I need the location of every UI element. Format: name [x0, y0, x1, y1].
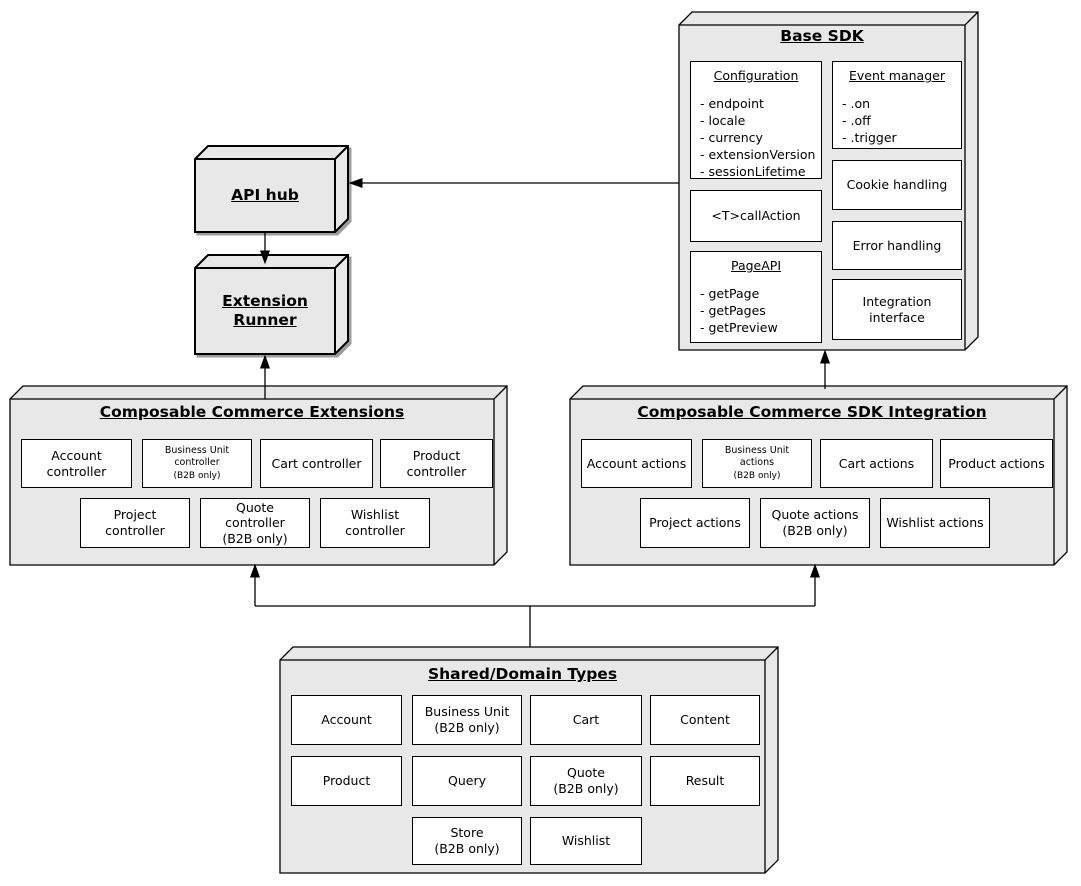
error-handling-box: Error handling: [832, 221, 962, 270]
base-sdk-title: Base SDK: [780, 27, 864, 45]
quote-type-box: Quote (B2B only): [530, 756, 642, 806]
shared-types-title: Shared/Domain Types: [427, 665, 618, 683]
cart-type-box: Cart: [530, 695, 642, 745]
configuration-items: - endpoint - locale - currency - extensi…: [700, 95, 816, 179]
page-api-box: PageAPI - getPage - getPages - getPrevie…: [690, 251, 822, 343]
configuration-box: Configuration - endpoint - locale - curr…: [690, 61, 822, 179]
wishlist-type-box: Wishlist: [530, 817, 642, 865]
wishlist-controller-box: Wishlist controller: [320, 498, 430, 548]
arrow-apihub-to-extensionrunner: [259, 233, 271, 265]
cart-actions-box: Cart actions: [820, 439, 933, 488]
api-hub-title: API hub: [231, 186, 299, 204]
business-unit-controller-box: Business Unit controller (B2B only): [142, 439, 252, 488]
project-controller-box: Project controller: [80, 498, 190, 548]
extension-runner-cube: [194, 254, 352, 358]
event-manager-items: - .on - .off - .trigger: [842, 95, 897, 145]
query-type-box: Query: [412, 756, 522, 806]
quote-controller-box: Quote controller (B2B only): [200, 498, 310, 548]
cart-controller-box: Cart controller: [260, 439, 373, 488]
business-unit-type-box: Business Unit (B2B only): [412, 695, 522, 745]
connector-sharedtypes-branch: [249, 563, 821, 647]
arrow-basesdk-to-apihub: [348, 177, 679, 189]
content-type-box: Content: [650, 695, 760, 745]
api-hub-cube: [194, 145, 352, 236]
event-manager-title: Event manager: [849, 68, 945, 83]
configuration-title: Configuration: [713, 68, 799, 83]
project-actions-box: Project actions: [640, 498, 750, 548]
page-api-items: - getPage - getPages - getPreview: [700, 285, 778, 335]
arrow-extensions-to-extensionrunner: [259, 354, 271, 399]
account-controller-box: Account controller: [21, 439, 132, 488]
business-unit-actions-box: Business Unit actions (B2B only): [702, 439, 812, 488]
result-type-box: Result: [650, 756, 760, 806]
cookie-handling-box: Cookie handling: [832, 160, 962, 210]
integration-interface-box: Integration interface: [832, 279, 962, 340]
store-type-box: Store (B2B only): [412, 817, 522, 865]
page-api-title: PageAPI: [730, 258, 782, 273]
call-action-box: <T>callAction: [690, 190, 822, 242]
wishlist-actions-box: Wishlist actions: [880, 498, 990, 548]
arrow-sdkintegration-to-basesdk: [819, 349, 831, 389]
extension-runner-title: Extension Runner: [222, 292, 308, 329]
account-type-box: Account: [291, 695, 402, 745]
sdk-integration-title: Composable Commerce SDK Integration: [637, 403, 987, 421]
product-controller-box: Product controller: [380, 439, 493, 488]
quote-actions-box: Quote actions (B2B only): [760, 498, 870, 548]
account-actions-box: Account actions: [581, 439, 692, 488]
extensions-title: Composable Commerce Extensions: [99, 403, 405, 421]
event-manager-box: Event manager - .on - .off - .trigger: [832, 61, 962, 149]
product-type-box: Product: [291, 756, 402, 806]
product-actions-box: Product actions: [940, 439, 1053, 488]
